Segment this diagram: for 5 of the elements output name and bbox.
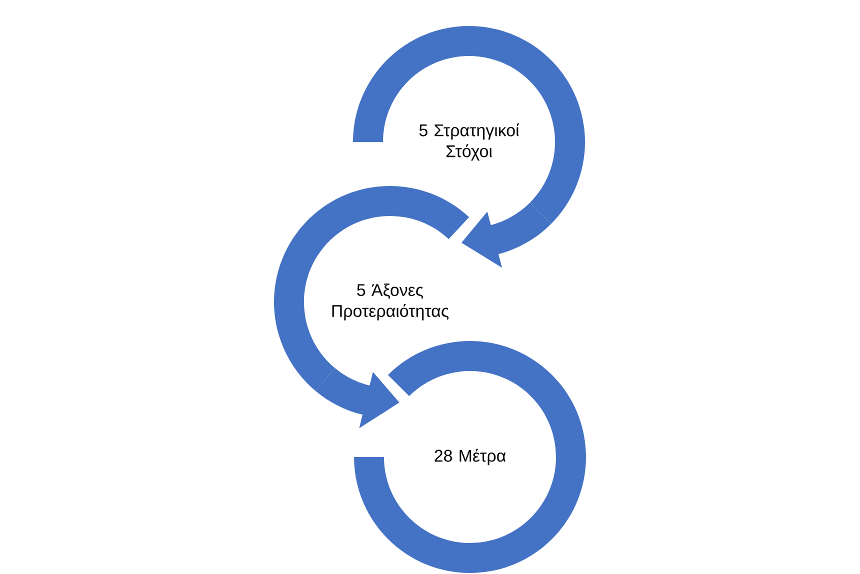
curved-arrow	[315, 368, 400, 428]
circular-band: 5 Στρατηγικοί Στόχοι	[353, 26, 585, 224]
circular-band: 28 Μέτρα	[354, 341, 586, 573]
curved-arrow	[461, 202, 552, 268]
circular-band: 5 Άξονες Προτεραιότητας	[274, 186, 470, 391]
